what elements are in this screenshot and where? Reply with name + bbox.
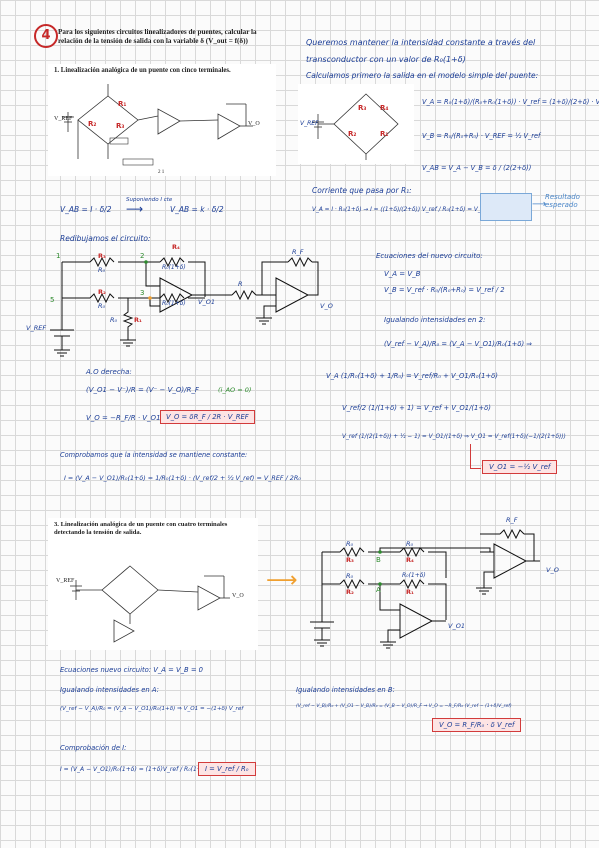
result-connector — [470, 444, 481, 469]
c1-label-r1: R₁ — [134, 316, 142, 324]
check-label: Comprobamos que la intensidad se mantien… — [60, 451, 248, 459]
result-vo1: V_O1 = −½ V_ref — [482, 460, 558, 474]
section1-circuit — [62, 84, 253, 166]
c1-label-r0-b: R₀ — [98, 302, 106, 310]
c1-label-vo1: V_O1 — [198, 298, 215, 306]
label-r3: R₃ — [116, 122, 125, 130]
eq-vab2-arrow: Suponiendo I cte — [126, 197, 173, 203]
label-vref: V_REF — [54, 116, 73, 122]
eq-r2: V_ref/2 (1/(1+δ) + 1) = V_ref + V_O1/(1+… — [342, 404, 491, 412]
c1-label-r2: R₂ — [98, 288, 106, 296]
c3-label-r0-b: R₀ — [406, 540, 414, 548]
problem-statement: Para los siguientes circuitos linealizad… — [58, 28, 257, 45]
check2-label: Comprobación de I: — [60, 744, 127, 752]
label-vout: V_O — [248, 121, 260, 127]
c1-node-1: 1 — [56, 252, 61, 260]
eq-va: V_A = R₀(1+δ)/(R₀+R₀(1+δ)) · V_ref = (1+… — [422, 98, 599, 106]
check2-result: I = V_ref / R₀ — [198, 762, 256, 776]
eq-vb2: V_B = V_ref · R₀/(R₀+R₀) = V_ref / 2 — [384, 286, 505, 294]
section3-result: V_O = R_F/R₀ · δ V_ref — [432, 718, 522, 732]
eq-vb: V_B = R₀/(R₀+R₀) · V_REF = ½ V_ref — [422, 132, 541, 140]
c1-label-r4: R₄ — [172, 243, 180, 251]
s3-label-vref: V_REF — [56, 578, 75, 584]
sb-label-r3: R₃ — [358, 104, 367, 112]
section3-new-eq: Ecuaciones nuevo circuito: V_A = V_B = 0 — [60, 666, 204, 674]
c1-label-r0-c: R₀ — [110, 316, 118, 324]
c3-label-r2: R₂ — [346, 588, 354, 596]
section3-equal-b: Igualando intensidades en B: — [296, 686, 395, 694]
eq-vab: V_AB = V_A − V_B = δ / (2(2+δ)) — [422, 164, 532, 172]
c1-label-r0d-b: R₀(1+δ) — [162, 300, 186, 307]
section3-equal-a: Igualando intensidades en A: — [60, 686, 159, 694]
c1-label-rf: R_F — [292, 248, 304, 256]
eq-vab2-right: V_AB = k · δ/2 — [170, 205, 224, 214]
right-intro-2: transconductor con un valor de R₀(1+δ) — [306, 55, 466, 64]
transform-arrow-icon: ⟶ — [266, 568, 298, 593]
redraw-label: Redibujamos el circuito: — [60, 234, 151, 243]
ao-label: A.O derecha: — [86, 368, 132, 376]
simple-bridge-circuit — [312, 93, 399, 160]
c3-label-r3: R₃ — [346, 556, 354, 564]
sb-label-r1: R₁ — [380, 130, 389, 138]
c1-label-r0d-a: R₀(1+δ) — [162, 264, 186, 271]
current-label: Corriente que pasa por R₁: — [312, 186, 412, 195]
c3-node-a: A — [376, 586, 381, 594]
check2-eq: I = (V_A − V_O1)/R₀(1+δ) = (1+δ)V_ref / … — [60, 766, 208, 773]
c3-label-r0-a: R₀ — [346, 540, 354, 548]
simple-bridge-panel: R₃ R₄ R₂ R₁ V_REF — [298, 84, 414, 164]
c1-node-5: 5 — [50, 296, 55, 304]
right-intro-3: Calculamos primero la salida en el model… — [306, 71, 539, 80]
problem-number-circle: 4 — [34, 24, 58, 48]
result-arrow: ⟶ — [532, 199, 547, 210]
c1-node-2: 2 — [140, 252, 145, 260]
c1-node-3: 3 — [140, 289, 145, 297]
section3-eq-a: (V_ref − V_A)/R₀ = (V_A − V_O1)/R₀(1+δ) … — [60, 706, 244, 712]
c3-label-vo1: V_O1 — [448, 622, 465, 630]
equal-currents-2: Igualando intensidades en 2: — [384, 316, 486, 324]
arrow-icon: ⟶ — [126, 202, 144, 216]
ao-note: (i_AO = 0) — [218, 386, 252, 394]
section1-title: 1. Linealización analógica de un puente … — [54, 67, 231, 74]
section3-title: 3. Linealización analógica de un puente … — [54, 521, 228, 536]
page-marker: 2 1 — [158, 170, 165, 175]
sb-label-r4: R₄ — [380, 104, 389, 112]
label-r2: R₂ — [88, 120, 97, 128]
c1-label-vref: V_REF — [26, 324, 47, 332]
check-eq: I = (V_A − V_O1)/R₀(1+δ) = 1/R₀(1+δ) · (… — [64, 474, 301, 482]
section3-circuit — [70, 565, 230, 643]
c3-label-vo: V_O — [546, 566, 559, 574]
eq-vab2-left: V_AB = I · δ/2 — [60, 205, 112, 214]
eq-r3: V_ref (1/(2(1+δ)) + ½ − 1) = V_O1/(1+δ) … — [342, 434, 566, 440]
c3-label-r1: R₁ — [406, 588, 414, 596]
c3-label-rf: R_F — [506, 516, 518, 524]
c1-label-vo: V_O — [320, 302, 333, 310]
sb-label-r2: R₂ — [348, 130, 357, 138]
c1-label-r: R — [238, 280, 243, 288]
ao-eq1: (V_O1 − V⁻)/R = (V⁻ − V_O)/R_F — [86, 386, 199, 394]
eq-node2: (V_ref − V_A)/R₀ = (V_A − V_O1)/R₀(1+δ) … — [384, 340, 533, 348]
c3-node-b: B — [376, 556, 381, 564]
c1-label-r3: R₃ — [98, 252, 106, 260]
ao-eq2: V_O = −R_F/R · V_O1 ⇒ — [86, 414, 169, 422]
current-result-box — [480, 193, 532, 221]
eq-current: V_A = I · R₀(1+δ) → I = ((1+δ)/(2+δ)) V_… — [312, 207, 518, 213]
result-expected: Resultado esperado — [545, 193, 580, 209]
c3-label-r4: R₄ — [406, 556, 414, 564]
eq-r1: V_A (1/R₀(1+δ) + 1/R₀) = V_ref/R₀ + V_O1… — [326, 372, 498, 380]
problem-number: 4 — [41, 28, 51, 43]
right-intro-1: Queremos mantener la intensidad constant… — [306, 38, 536, 47]
s3-label-vout: V_O — [232, 593, 244, 599]
c3-label-r0d: R₀(1+δ) — [402, 572, 426, 579]
sb-label-vref: V_REF — [300, 120, 319, 127]
label-r1: R₁ — [118, 100, 127, 108]
c1-label-r0-a: R₀ — [98, 266, 106, 274]
section3-panel: 3. Linealización analógica de un puente … — [48, 518, 258, 650]
c3-label-r0-c: R₀ — [346, 572, 354, 580]
section1-panel: 1. Linealización analógica de un puente … — [48, 64, 276, 176]
section3-eq-b: (V_ref − V_B)/R₀ + (V_O1 − V_B)/R₀ = (V_… — [296, 704, 512, 709]
new-eq-title: Ecuaciones del nuevo circuito: — [376, 252, 483, 260]
ao-result: V_O = δR_F / 2R · V_REF — [160, 410, 255, 424]
eq-va-vb: V_A = V_B — [384, 270, 421, 278]
